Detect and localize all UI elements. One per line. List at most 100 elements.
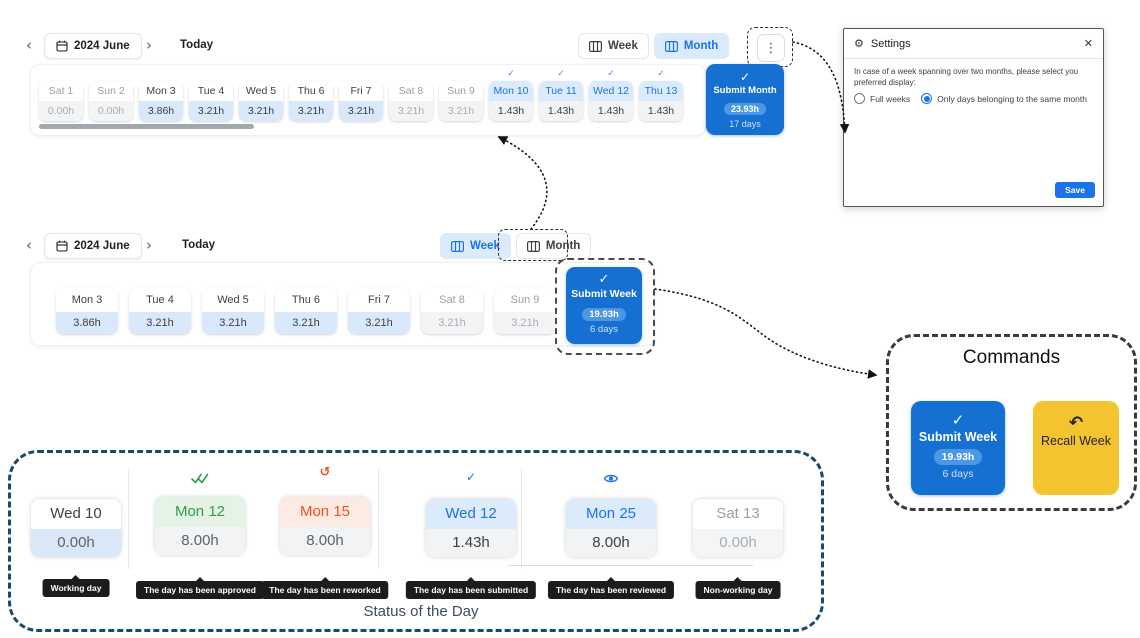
settings-kebab-button[interactable]: ⋮ — [757, 34, 785, 62]
divider — [521, 469, 522, 569]
eye-icon — [603, 471, 619, 489]
check-icon: ✓ — [951, 411, 965, 429]
total-hours-badge: 19.93h — [933, 449, 983, 465]
day-name: Wed 5 — [239, 81, 283, 101]
radio-full-weeks[interactable] — [854, 93, 865, 105]
status-tooltip: The day has been reworked — [261, 577, 389, 599]
day-name: Tue 4 — [129, 288, 191, 312]
day-name: Mon 3 — [56, 288, 118, 312]
week-toggle-button[interactable]: Week — [440, 233, 511, 259]
day-hours: 3.86h — [139, 101, 183, 121]
check-slot — [139, 68, 183, 81]
check-slot — [439, 68, 483, 81]
day-hours: 0.00h — [693, 529, 783, 557]
submit-week-button[interactable]: ✓ Submit Week 19.93h 6 days — [566, 267, 642, 344]
day-hours: 1.43h — [639, 101, 683, 121]
week-toggle-button[interactable]: Week — [578, 33, 649, 59]
today-button[interactable]: Today — [180, 39, 214, 51]
today-button[interactable]: Today — [182, 239, 216, 251]
day-cell-reworked[interactable]: Mon 15 8.00h — [280, 497, 370, 555]
status-tooltip: The day has been submitted — [405, 577, 537, 599]
day-cell-reviewed[interactable]: Mon 25 8.00h — [566, 499, 656, 557]
day-name: Sat 13 — [693, 499, 783, 529]
day-hours: 8.00h — [566, 529, 656, 557]
submitted-check-icon: ✓ — [657, 69, 665, 79]
columns-icon — [526, 240, 540, 252]
day-hours: 3.21h — [202, 312, 264, 334]
divider — [508, 565, 753, 566]
save-button[interactable]: Save — [1055, 182, 1095, 198]
day-cell-approved[interactable]: Mon 12 8.00h — [155, 497, 245, 555]
radio-full-weeks-label[interactable]: Full weeks — [870, 93, 911, 104]
status-tooltip: Non-working day — [695, 577, 781, 599]
settings-titlebar: ⚙ Settings ✕ — [844, 29, 1103, 59]
submit-week-label: Submit Week — [918, 430, 998, 444]
prev-week-chevron[interactable]: ‹ — [26, 236, 32, 254]
submit-month-button[interactable]: ✓ Submit Month 23.93h 17 days — [706, 64, 784, 135]
day-hours: 3.21h — [421, 312, 483, 334]
date-picker-button[interactable]: 2024 June — [44, 233, 142, 259]
display-options: Full weeks Only days belonging to the sa… — [844, 90, 1103, 107]
day-hours: 8.00h — [155, 527, 245, 555]
day-name: Sat 8 — [389, 81, 433, 101]
check-slot — [289, 68, 333, 81]
prev-month-chevron[interactable]: ‹ — [26, 36, 32, 54]
close-icon[interactable]: ✕ — [1083, 37, 1093, 50]
month-toggle-button[interactable]: Month — [515, 233, 592, 259]
day-cell-working[interactable]: Wed 10 0.00h — [31, 499, 121, 557]
divider — [378, 469, 379, 569]
submit-month-label: Submit Month — [713, 85, 777, 96]
calendar-icon — [56, 240, 68, 252]
submit-week-command-button[interactable]: ✓ Submit Week 19.93h 6 days — [911, 401, 1005, 495]
status-of-the-day-panel: Wed 10 0.00h Working day Mon 12 8.00h Th… — [8, 450, 824, 632]
day-name: Sun 9 — [494, 288, 556, 312]
recall-week-command-button[interactable]: ↶ Recall Week — [1033, 401, 1119, 495]
next-month-chevron[interactable]: › — [146, 36, 152, 54]
day-cell-nonworking[interactable]: Sat 13 0.00h — [693, 499, 783, 557]
recall-week-label: Recall Week — [1041, 434, 1111, 448]
day-hours: 3.21h — [239, 101, 283, 121]
arrow-kebab-to-settings — [792, 41, 850, 134]
month-toggle-label: Month — [683, 40, 719, 52]
date-picker-button[interactable]: 2024 June — [44, 33, 142, 59]
day-hours: 0.00h — [39, 101, 83, 121]
horizontal-scrollbar-thumb[interactable] — [39, 124, 254, 129]
day-hours: 3.21h — [389, 101, 433, 121]
day-name: Sat 8 — [421, 288, 483, 312]
divider — [128, 469, 129, 569]
day-name: Mon 15 — [280, 497, 370, 527]
month-toggle-button[interactable]: Month — [653, 33, 730, 59]
day-cell-submitted[interactable]: Wed 12 1.43h — [426, 499, 516, 557]
settings-description: In case of a week spanning over two mont… — [854, 67, 1079, 88]
day-name: Sun 9 — [439, 81, 483, 101]
day-hours: 0.00h — [31, 529, 121, 557]
radio-same-month[interactable] — [921, 93, 933, 105]
day-hours: 1.43h — [589, 101, 633, 121]
radio-same-month-label[interactable]: Only days belonging to the same month — [937, 93, 1087, 104]
next-week-chevron[interactable]: › — [146, 236, 152, 254]
date-label: 2024 June — [74, 40, 130, 52]
